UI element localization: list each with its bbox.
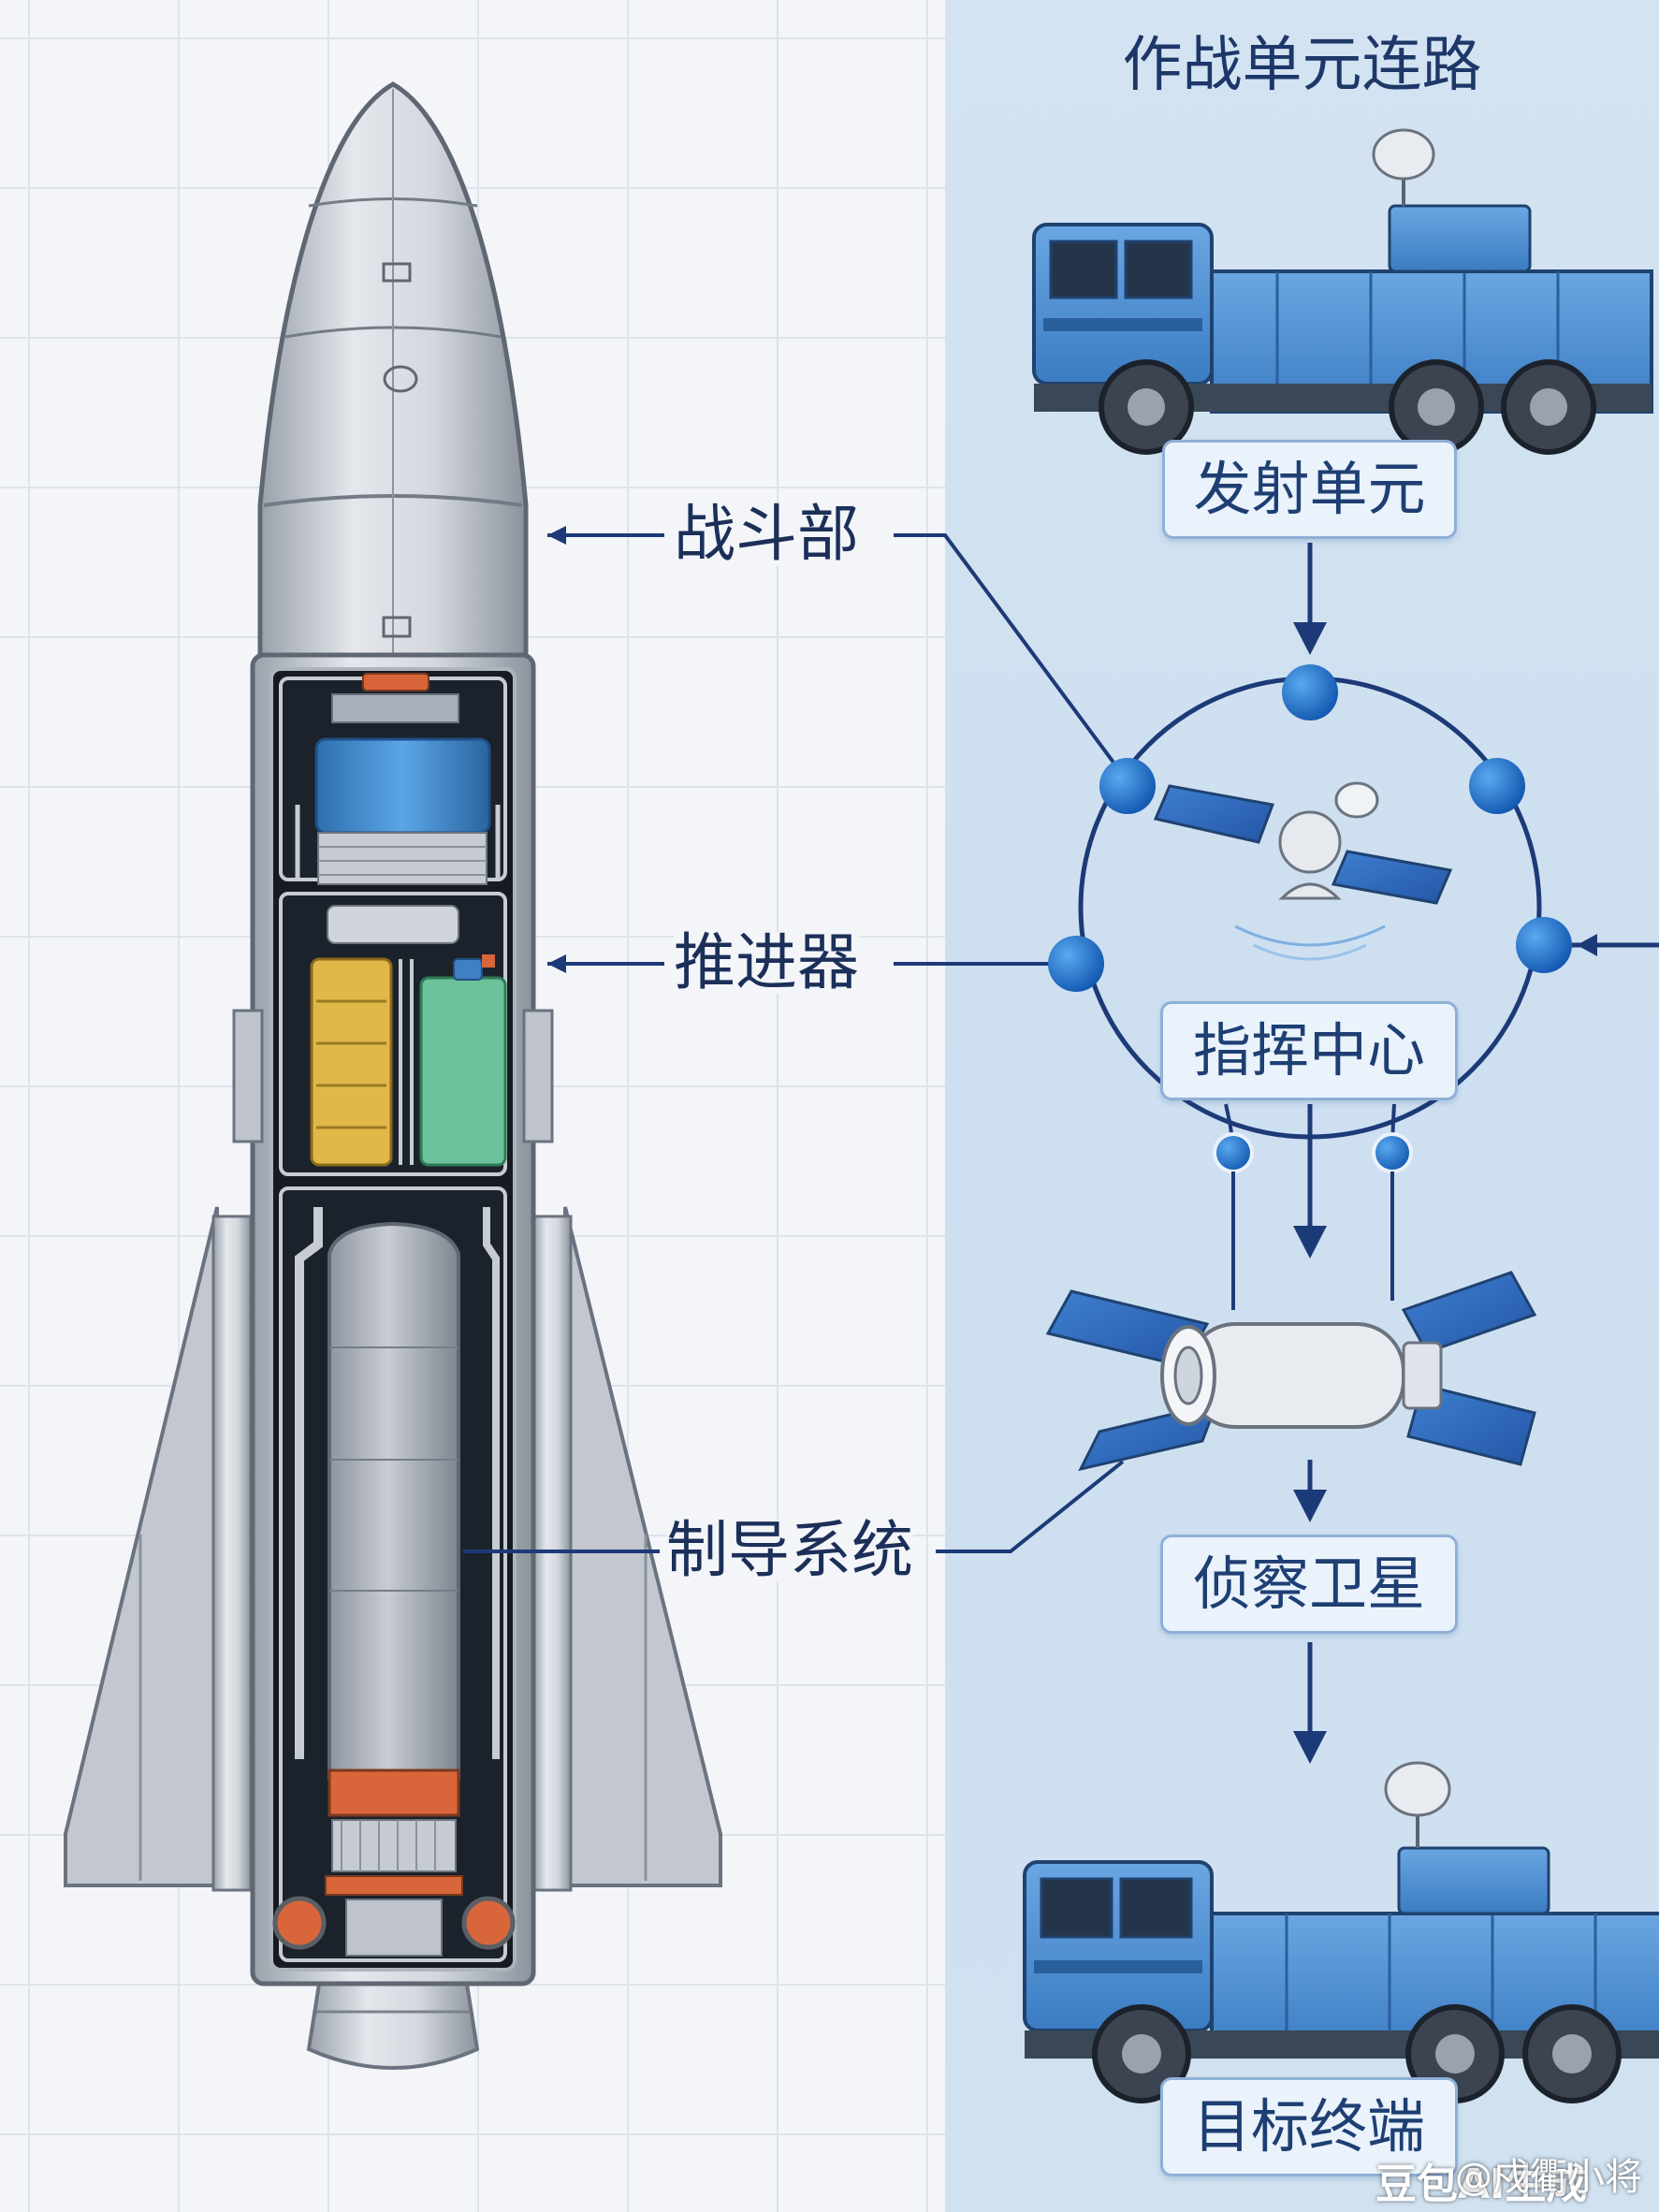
missile-illustration xyxy=(64,81,722,2070)
watermark-brand: 豆包AI生成 xyxy=(1375,2161,1588,2208)
recon-satellite-icon xyxy=(1045,1271,1537,1472)
ring-node-upper-right xyxy=(1469,758,1525,814)
panel-title: 作战单元连路 xyxy=(1122,31,1482,100)
link-node-left xyxy=(1213,1132,1254,1173)
node-launch-unit: 发射单元 xyxy=(1162,440,1457,539)
ring-node-left xyxy=(1048,936,1104,992)
callout-warhead: 战斗部 xyxy=(674,498,859,570)
node-command-center: 指挥中心 xyxy=(1160,1001,1458,1100)
link-node-right xyxy=(1372,1132,1413,1173)
node-recon-satellite: 侦察卫星 xyxy=(1160,1535,1458,1634)
motor-band xyxy=(327,1768,460,1817)
warhead-module xyxy=(314,737,491,835)
ring-node-top xyxy=(1282,664,1338,720)
battery-pack xyxy=(419,976,507,1167)
callout-propulsion: 推进器 xyxy=(674,926,859,998)
target-truck-illustration xyxy=(1023,1761,1659,2103)
ring-node-right xyxy=(1516,917,1572,973)
guidance-to-satellite-line xyxy=(936,1460,1125,1553)
node-target-terminal: 目标终端 xyxy=(1160,2077,1458,2176)
callout-leaders xyxy=(463,526,1129,1553)
warhead-fuse xyxy=(362,673,429,691)
warhead-to-ring-line xyxy=(894,533,1129,783)
ring-node-upper-left xyxy=(1099,758,1156,814)
launch-truck-illustration xyxy=(1032,128,1653,455)
fuel-tank xyxy=(310,957,393,1167)
motor-casing xyxy=(327,1221,460,1780)
callout-guidance: 制导系统 xyxy=(666,1514,913,1586)
watermark-author: @戍衢小将 xyxy=(1455,2156,1642,2199)
command-satellite-icon xyxy=(1153,781,1453,961)
